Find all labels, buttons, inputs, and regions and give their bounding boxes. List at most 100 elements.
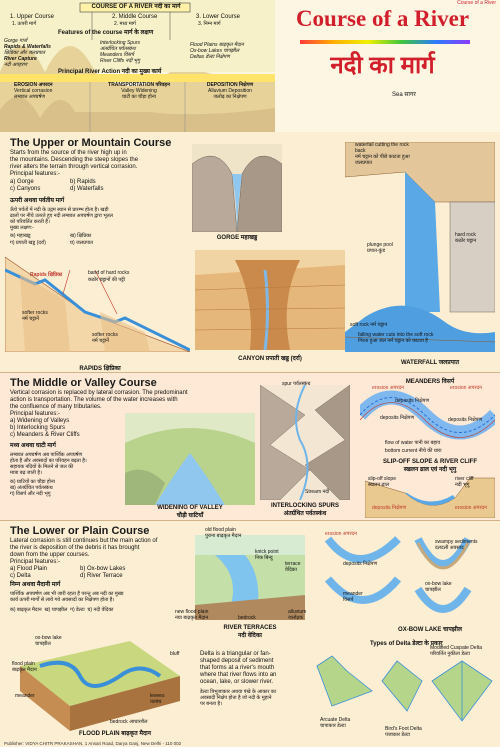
middle-course-body-hi: लम्बवत अपघर्षण अब पार्श्विक अपघर्षण होता… bbox=[10, 452, 87, 476]
middle-features-hi: क) घाटियों का चौड़ा होना ख) अंतर्ग्रथित … bbox=[10, 479, 55, 497]
knick-point-label: knick point निक बिन्दु bbox=[255, 549, 279, 561]
flow-legend: flow of water पानी का बहाव bbox=[385, 440, 441, 446]
meanders-deposits-1: deposits निक्षेपण bbox=[395, 398, 430, 404]
lower-course-section: The Lower or Plain Course Lateral corras… bbox=[0, 520, 500, 740]
levees-label: levees तटबंध bbox=[150, 693, 165, 705]
slip-deposits-label: deposits निक्षेपण bbox=[372, 505, 407, 511]
hard-rocks-label: band of hard rocks bbox=[88, 270, 130, 276]
course-banner: COURSE OF A RIVER नदी का मार्ग bbox=[91, 4, 181, 10]
floodplain-illustration bbox=[20, 641, 180, 731]
lower-course-title: The Lower or Plain Course bbox=[10, 525, 150, 537]
upper-course-body-hi: ऊँचे पर्वतों में नदी के उद्गम स्थान से प… bbox=[10, 207, 113, 231]
floodplain-bedrock: bedrock आधारशैल bbox=[110, 719, 148, 725]
upper-feature-hi-c: ग) प्रपाती खड्ड (दर्रा) bbox=[10, 240, 46, 246]
upper-feature-d: d) Waterfalls bbox=[70, 186, 104, 192]
birdsfoot-label: Bird's Foot Delta पंजाकार डेल्टा bbox=[385, 726, 422, 738]
middle-course-label: 2. Middle Course bbox=[112, 14, 158, 20]
slip-erosion-label: erosion अपरदन bbox=[455, 505, 487, 511]
oxbow-caption: OX-BOW LAKE चापझील bbox=[398, 627, 462, 633]
rapids-illustration bbox=[5, 256, 190, 352]
upper-course-label-hi: 1. ऊपरी मार्ग bbox=[12, 21, 37, 27]
rainbow-divider bbox=[300, 40, 470, 44]
terraces-caption: RIVER TERRACES नदी वेदिका bbox=[223, 625, 277, 639]
middle-course-title-hi: मध्य अथवा घाटी मार्ग bbox=[10, 443, 56, 449]
meanders-erosion-2: erosion अपरदन bbox=[450, 385, 482, 391]
slip-off-title: SLIP-OFF SLOPE & RIVER CLIFF स्खलन ढाल ए… bbox=[382, 459, 477, 473]
lower-course-label: 3. Lower Course bbox=[196, 14, 241, 20]
principal-action-label: Principal River Action नदी का मुख्य कार्… bbox=[58, 69, 162, 75]
rapids-caption: RAPIDS क्षिप्रिका bbox=[79, 366, 121, 372]
corner-tag: Course of a River bbox=[457, 0, 496, 6]
valley-caption: WIDENING OF VALLEY चौड़ी घाटियाँ bbox=[157, 505, 223, 519]
oxbow-deposits: deposits निक्षेपण bbox=[343, 561, 378, 567]
waterfall-note: waterfall cutting the rock back नर्म चट्… bbox=[355, 142, 410, 166]
page-title: Course of a River bbox=[295, 6, 470, 31]
hard-rocks-label-hi: कठोर चट्टानों की पट्टी bbox=[88, 277, 125, 283]
alluvium-label: alluvium जलोढ़क bbox=[288, 609, 307, 621]
valley-illustration bbox=[125, 413, 255, 505]
delta-description-hi: डेल्टा त्रिभुजाकार अथवा पंखे के आकार का … bbox=[200, 689, 277, 707]
delta-types-title: Types of Delta डेल्टा के प्रकार bbox=[370, 641, 443, 647]
bottom-current-legend: bottom current नीचे की धारा bbox=[385, 448, 442, 454]
upper-features-list: Gorge गार्ज Rapids & Waterfalls क्षिप्रि… bbox=[4, 38, 51, 68]
upper-course-title-hi: ऊपरी अथवा पर्वतीय मार्ग bbox=[10, 198, 65, 204]
terraces-illustration bbox=[195, 535, 305, 620]
upper-course-body: Starts from the source of the river high… bbox=[10, 150, 139, 177]
middle-course-title: The Middle or Valley Course bbox=[10, 377, 157, 389]
floodplain-caption: FLOOD PLAIN बाढ़कृत मैदान bbox=[78, 731, 152, 737]
old-floodplain-label: old flood plain पुराना बाढ़कृत मैदान bbox=[205, 527, 242, 539]
oxbow-erosion-1: erosion अपरदन bbox=[325, 531, 357, 537]
soft-rock-label: soft rock नर्म चट्टान bbox=[350, 322, 388, 328]
meanders-title: MEANDERS विसर्प bbox=[405, 379, 455, 385]
bedrock-label: bedrock bbox=[238, 615, 256, 621]
middle-course-section: The Middle or Valley Course Vertical cor… bbox=[0, 372, 500, 520]
bluff-label: bluff bbox=[170, 651, 180, 657]
new-floodplain-label: new flood plain नया बाढ़कृत मैदान bbox=[175, 609, 209, 621]
lower-course-body: Lateral corrasion is still continues but… bbox=[10, 538, 158, 565]
lower-feature-d: d) River Terrace bbox=[80, 573, 123, 579]
lower-course-body-hi: पार्श्विक अपघर्षण अब भी जारी रहता है परन… bbox=[10, 591, 124, 603]
action-erosion: EROSION अपरदन Vertical corrasion लम्बवत … bbox=[14, 82, 53, 100]
middle-course-body: Vertical corrasion is replaced by latera… bbox=[10, 390, 188, 417]
lower-features-hi: क) बाढ़कृत मैदान ख) चापझील ग) डेल्टा घ) … bbox=[10, 607, 114, 613]
plunge-pool-label: plunge pool प्रपात-कुंड bbox=[367, 242, 393, 254]
falling-water-note: falling water cuts into the soft rock गि… bbox=[358, 332, 434, 344]
spurs-caption: INTERLOCKING SPURS अंतर्ग्रथित पर्वतस्कं… bbox=[270, 503, 339, 517]
meanders-deposits-3: deposits निक्षेपण bbox=[448, 417, 483, 423]
upper-feature-c: c) Canyons bbox=[10, 186, 41, 192]
poster-header: COURSE OF A RIVER नदी का मार्ग 1. Upper … bbox=[0, 0, 500, 132]
meanders-erosion-1: erosion अपरदन bbox=[372, 385, 404, 391]
spurs-illustration bbox=[260, 385, 350, 500]
page-title-hindi: नदी का मार्ग bbox=[330, 52, 435, 79]
upper-feature-b: b) Rapids bbox=[70, 179, 96, 185]
action-transportation: TRANSPORTATION परिवहन Valley Widening घा… bbox=[108, 82, 170, 100]
upper-course-section: The Upper or Mountain Course Starts from… bbox=[0, 132, 500, 372]
upper-feature-a: a) Gorge bbox=[10, 179, 34, 185]
river-cliff-label: river cliff नदी भृगु bbox=[455, 476, 474, 488]
lower-feature-c: c) Delta bbox=[10, 573, 31, 579]
lower-feature-b: b) Ox-bow Lakes bbox=[80, 566, 126, 572]
cuspate-label: Modified Cuspate Delta परिवर्तित नुकीला … bbox=[430, 645, 482, 657]
lower-features-list: Flood Plains बाढ़कृत मैदान Ox-bow Lakes … bbox=[190, 42, 244, 60]
slip-off-illustration bbox=[365, 473, 495, 518]
canyon-caption: CANYON प्रपाती खड्ड (दर्रा) bbox=[238, 356, 302, 362]
floodplain-meander: meander bbox=[15, 693, 35, 699]
slip-off-label: slip-off slope स्खलन ढाल bbox=[368, 476, 396, 488]
delta-description: Delta is a triangular or fan- shaped dep… bbox=[200, 651, 277, 685]
terrace-label: terrace वेदिका bbox=[285, 561, 301, 573]
delta-types-illustration bbox=[312, 651, 497, 733]
meanders-illustration bbox=[360, 385, 495, 453]
stream-label: Stream नदी bbox=[305, 489, 330, 495]
river-profile-diagram bbox=[0, 0, 275, 132]
meanders-deposits-2: deposits निक्षेपण bbox=[380, 415, 415, 421]
lower-feature-a: a) Flood Plain bbox=[10, 566, 48, 572]
upper-feature-hi-d: घ) जलप्रपात bbox=[70, 240, 93, 246]
oxbow-illustration bbox=[318, 529, 496, 621]
lower-course-label-hi: 3. निम्न मार्ग bbox=[198, 21, 221, 27]
oxbow-lake-label: ox-bow lake चापझील bbox=[425, 581, 452, 593]
rapids-label: Rapids क्षिप्रिका bbox=[30, 272, 63, 278]
action-deposition: DEPOSITION निक्षेपण Alluvium Deposition … bbox=[206, 82, 254, 100]
floodplain-oxbow: ox-bow lake चापझील bbox=[35, 635, 62, 647]
